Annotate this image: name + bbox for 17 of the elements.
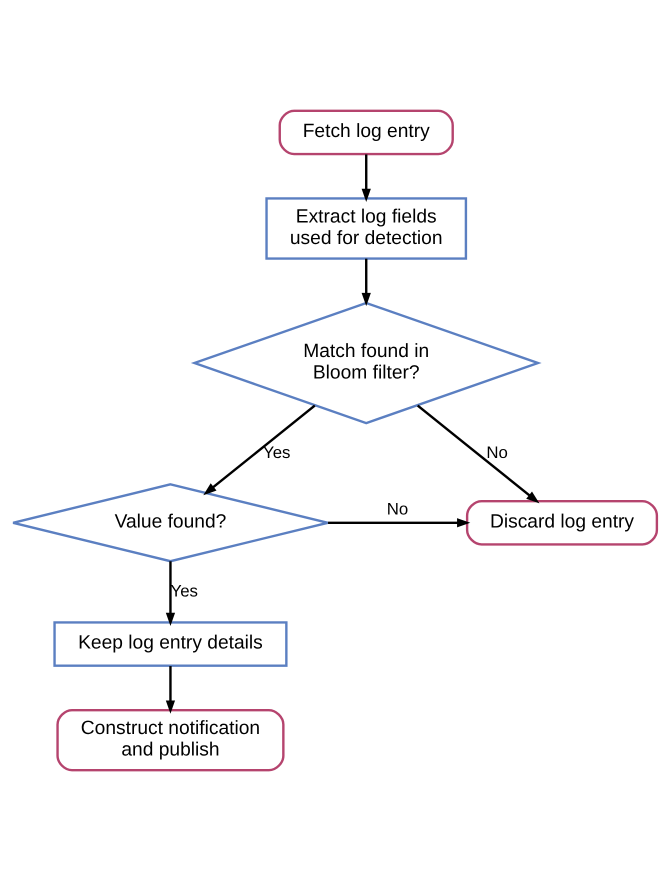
node-diamond: Match found in Bloom filter? [190,301,542,424]
arrow [362,154,371,202]
edge-label: No [486,442,508,462]
edge-label: No [386,499,408,518]
edge-label: Yes [170,580,198,600]
node-box: Extract log fields used for detection [265,196,468,260]
node-box: Keep log entry details [53,620,288,666]
node-box: Fetch log entry [278,109,454,155]
arrow [203,404,316,495]
node-box: Discard log entry [466,499,658,546]
node-box: Construct notification and publish [56,708,285,771]
arrow [166,560,176,626]
arrow [362,258,371,306]
arrow [166,666,176,714]
arrow [416,404,540,503]
edge-label: Yes [263,442,290,462]
arrow [328,518,470,527]
